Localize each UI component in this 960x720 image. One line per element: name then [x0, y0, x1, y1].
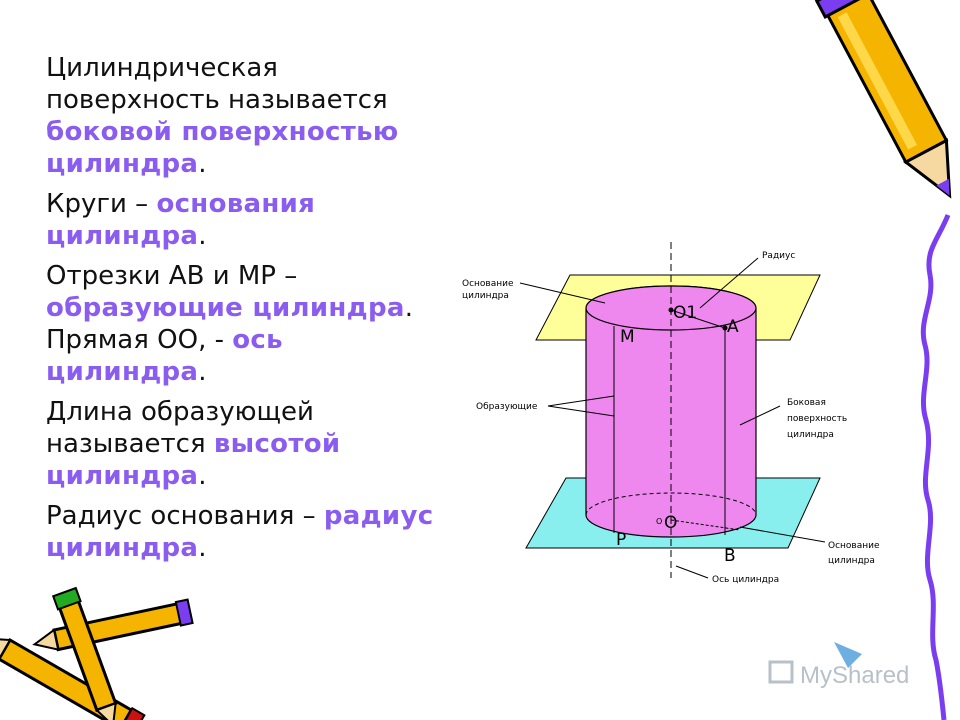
label-radius: Радиус: [762, 251, 795, 261]
point-o1-dot: [668, 307, 674, 313]
term-height-2: цилиндра: [46, 461, 199, 491]
label-base-top-2: цилиндра: [462, 291, 509, 301]
paragraph-height: Длина образующей называется высотой цили…: [46, 396, 456, 492]
label-lateral-2: поверхность: [787, 414, 847, 424]
paragraph-bases: Круги – основания цилиндра.: [46, 188, 456, 252]
text-plain: .: [198, 149, 207, 179]
leader-base-bottom: [739, 526, 826, 543]
term-axis-2: цилиндра: [46, 357, 199, 387]
label-axis: Ось цилиндра: [712, 575, 779, 585]
text-plain: Радиус основания –: [46, 501, 324, 531]
label-lateral-1: Боковая: [787, 398, 826, 408]
radius-top: [670, 309, 726, 329]
radius-bottom: [670, 519, 741, 531]
point-a-label: A: [727, 317, 739, 337]
point-o-label: O: [664, 513, 677, 533]
leader-generatrix-2: [547, 405, 615, 417]
paragraph-radius: Радиус основания – радиус цилиндра.: [46, 500, 456, 564]
term-axis: ось: [232, 325, 283, 355]
bottom-base-back: [585, 492, 757, 516]
text-plain: Прямая ОО, -: [46, 325, 233, 355]
term-bases: основания: [156, 189, 316, 219]
text-plain: .: [198, 533, 207, 563]
text-plain: поверхность называется: [46, 85, 388, 115]
point-o1-label: O1: [673, 303, 697, 323]
text-plain: .: [198, 357, 207, 387]
leader-generatrix-1: [547, 395, 615, 407]
paragraph-lateral-surface: Цилиндрическая поверхность называется бо…: [46, 52, 456, 180]
label-generatrix: Образующие: [476, 402, 538, 412]
leader-radius: [699, 257, 759, 309]
watermark-text: MyShared: [800, 662, 909, 689]
point-b-label: B: [724, 546, 736, 566]
text-plain: Длина образующей: [46, 397, 314, 427]
term-generatrices: образующие цилиндра: [46, 293, 405, 323]
text-plain: .: [198, 461, 207, 491]
term-lateral-surface-2: цилиндра: [46, 149, 199, 179]
point-o-small-label: О: [656, 517, 662, 526]
paragraph-generatrices: Отрезки АВ и МР – образующие цилиндра.: [46, 260, 456, 324]
term-radius-2: цилиндра: [46, 533, 199, 563]
label-base-top-1: Основание: [462, 279, 514, 289]
definitions-text: Цилиндрическая поверхность называется бо…: [46, 52, 456, 572]
paragraph-axis: Прямая ОО, - ось цилиндра.: [46, 324, 456, 388]
pencil-icon: [814, 0, 952, 199]
myshared-logo-icon: [768, 642, 862, 684]
label-base-bottom-1: Основание: [828, 541, 880, 551]
pencils-icon: [0, 586, 194, 720]
point-m-label: M: [620, 327, 635, 347]
text-plain: Круги –: [46, 189, 157, 219]
border-squiggle: [920, 214, 951, 720]
leader-axis: [675, 565, 709, 579]
point-p-label: P: [616, 530, 626, 550]
term-bases-2: цилиндра: [46, 221, 199, 251]
leader-lateral: [739, 405, 781, 426]
text-plain: .: [404, 293, 413, 323]
label-base-bottom-2: цилиндра: [828, 556, 875, 566]
text-plain: называется: [46, 429, 214, 459]
text-plain: .: [198, 221, 207, 251]
text-plain: Цилиндрическая: [46, 53, 278, 83]
text-plain: Отрезки АВ и МР –: [46, 261, 298, 291]
term-height: высотой: [213, 429, 341, 459]
term-lateral-surface: боковой поверхностью: [46, 117, 399, 147]
point-a-dot: [722, 325, 728, 331]
term-radius: радиус: [323, 501, 434, 531]
leader-base-top: [519, 282, 606, 304]
label-lateral-3: цилиндра: [787, 430, 834, 440]
